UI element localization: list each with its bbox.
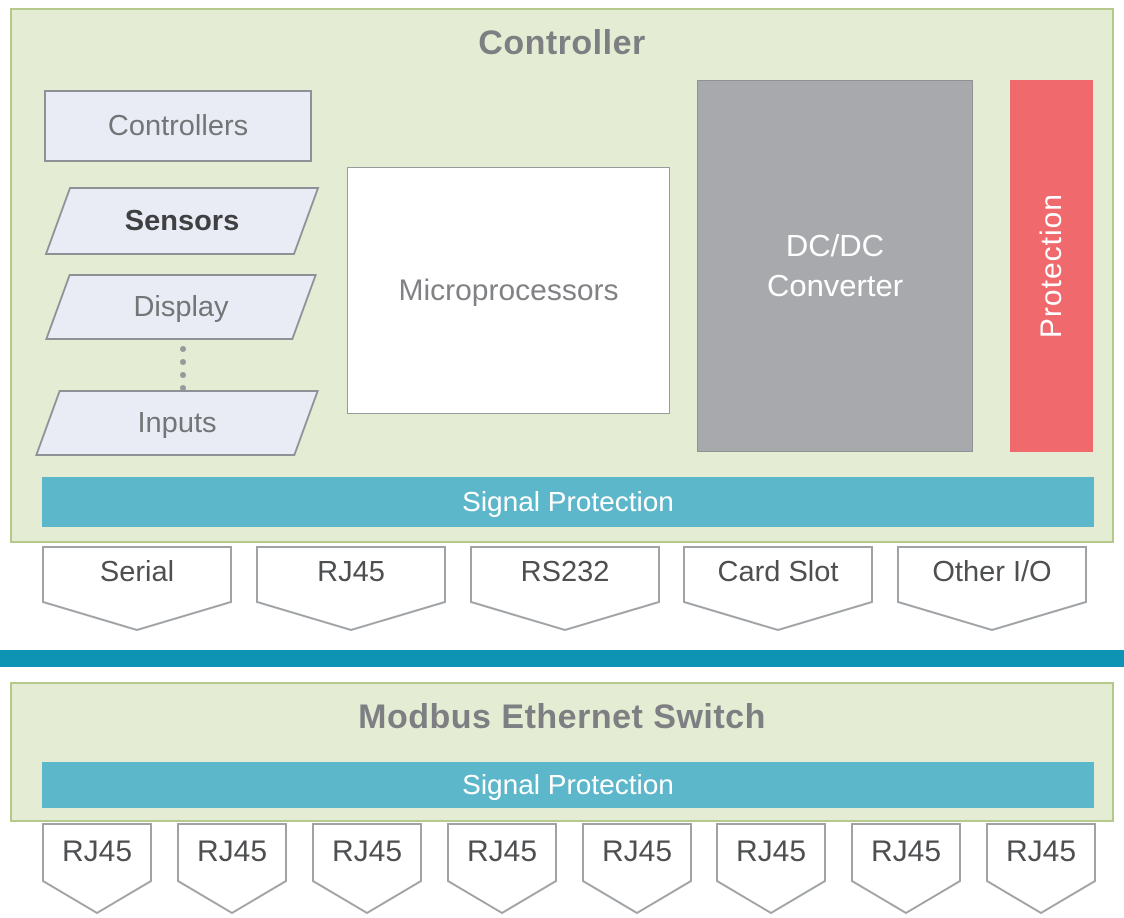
- port-tag-shape: [470, 546, 660, 632]
- port-tag-rj45: RJ45: [177, 823, 287, 915]
- controller-title: Controller: [478, 24, 646, 62]
- signal-protection-label: Signal Protection: [462, 769, 674, 800]
- signal-protection-label: Signal Protection: [462, 486, 674, 517]
- port-tag-shape: [42, 823, 152, 915]
- port-tag-rj45: RJ45: [256, 546, 446, 632]
- display-block: Display: [44, 274, 318, 340]
- port-label: Other I/O: [932, 556, 1052, 588]
- port-tag-rj45: RJ45: [986, 823, 1096, 915]
- protection-label: Protection: [1034, 193, 1068, 339]
- port-tag-rj45: RJ45: [312, 823, 422, 915]
- port-label: RJ45: [735, 835, 807, 868]
- port-tag-rs232: RS232: [470, 546, 660, 632]
- port-tag-shape: [897, 546, 1087, 632]
- port-label: RJ45: [601, 835, 673, 868]
- dcdc-converter-block: DC/DC Converter: [697, 80, 973, 452]
- port-tag-other-io: Other I/O: [897, 546, 1087, 632]
- port-label: RJ45: [331, 835, 403, 868]
- sensors-block: Sensors: [44, 187, 320, 255]
- port-tag-shape: [177, 823, 287, 915]
- controller-panel: Controller Controllers Sensors Display I…: [10, 8, 1114, 632]
- ellipsis-dots: [180, 346, 186, 391]
- display-label: Display: [133, 290, 229, 323]
- sensors-label: Sensors: [124, 204, 240, 237]
- controller-signal-protection-bar: Signal Protection: [42, 477, 1094, 527]
- port-label: Serial: [99, 556, 175, 588]
- port-label: Card Slot: [717, 556, 839, 588]
- port-label: RJ45: [61, 835, 133, 868]
- port-label: RJ45: [196, 835, 268, 868]
- port-label: RJ45: [466, 835, 538, 868]
- port-tag-shape: [986, 823, 1096, 915]
- port-tag-shape: [851, 823, 961, 915]
- controllers-block: Controllers: [44, 90, 312, 162]
- port-tag-rj45: RJ45: [582, 823, 692, 915]
- port-tag-shape: [447, 823, 557, 915]
- port-tag-shape: [716, 823, 826, 915]
- inputs-block: Inputs: [34, 390, 320, 456]
- port-tag-shape: [683, 546, 873, 632]
- port-label: RJ45: [1005, 835, 1077, 868]
- port-tag-card-slot: Card Slot: [683, 546, 873, 632]
- port-label: RS232: [520, 556, 610, 588]
- ethernet-bus-divider: [0, 650, 1124, 667]
- port-label: RJ45: [870, 835, 942, 868]
- port-label: RJ45: [317, 556, 385, 588]
- port-tag-shape: [42, 546, 232, 632]
- microprocessors-label: Microprocessors: [398, 273, 619, 307]
- switch-panel: Modbus Ethernet Switch Signal Protection…: [10, 682, 1114, 915]
- port-tag-shape: [582, 823, 692, 915]
- port-tag-shape: [256, 546, 446, 632]
- port-tag-rj45: RJ45: [716, 823, 826, 915]
- port-tag-rj45: RJ45: [42, 823, 152, 915]
- microprocessors-block: Microprocessors: [347, 167, 670, 414]
- port-tag-rj45: RJ45: [447, 823, 557, 915]
- port-tag-serial: Serial: [42, 546, 232, 632]
- port-tag-shape: [312, 823, 422, 915]
- dcdc-converter-label: DC/DC Converter: [766, 227, 904, 303]
- port-tag-rj45: RJ45: [851, 823, 961, 915]
- inputs-label: Inputs: [137, 406, 217, 439]
- switch-signal-protection-bar: Signal Protection: [42, 762, 1094, 808]
- switch-title: Modbus Ethernet Switch: [358, 698, 766, 736]
- controllers-label: Controllers: [107, 109, 249, 142]
- protection-block: Protection: [1010, 80, 1093, 452]
